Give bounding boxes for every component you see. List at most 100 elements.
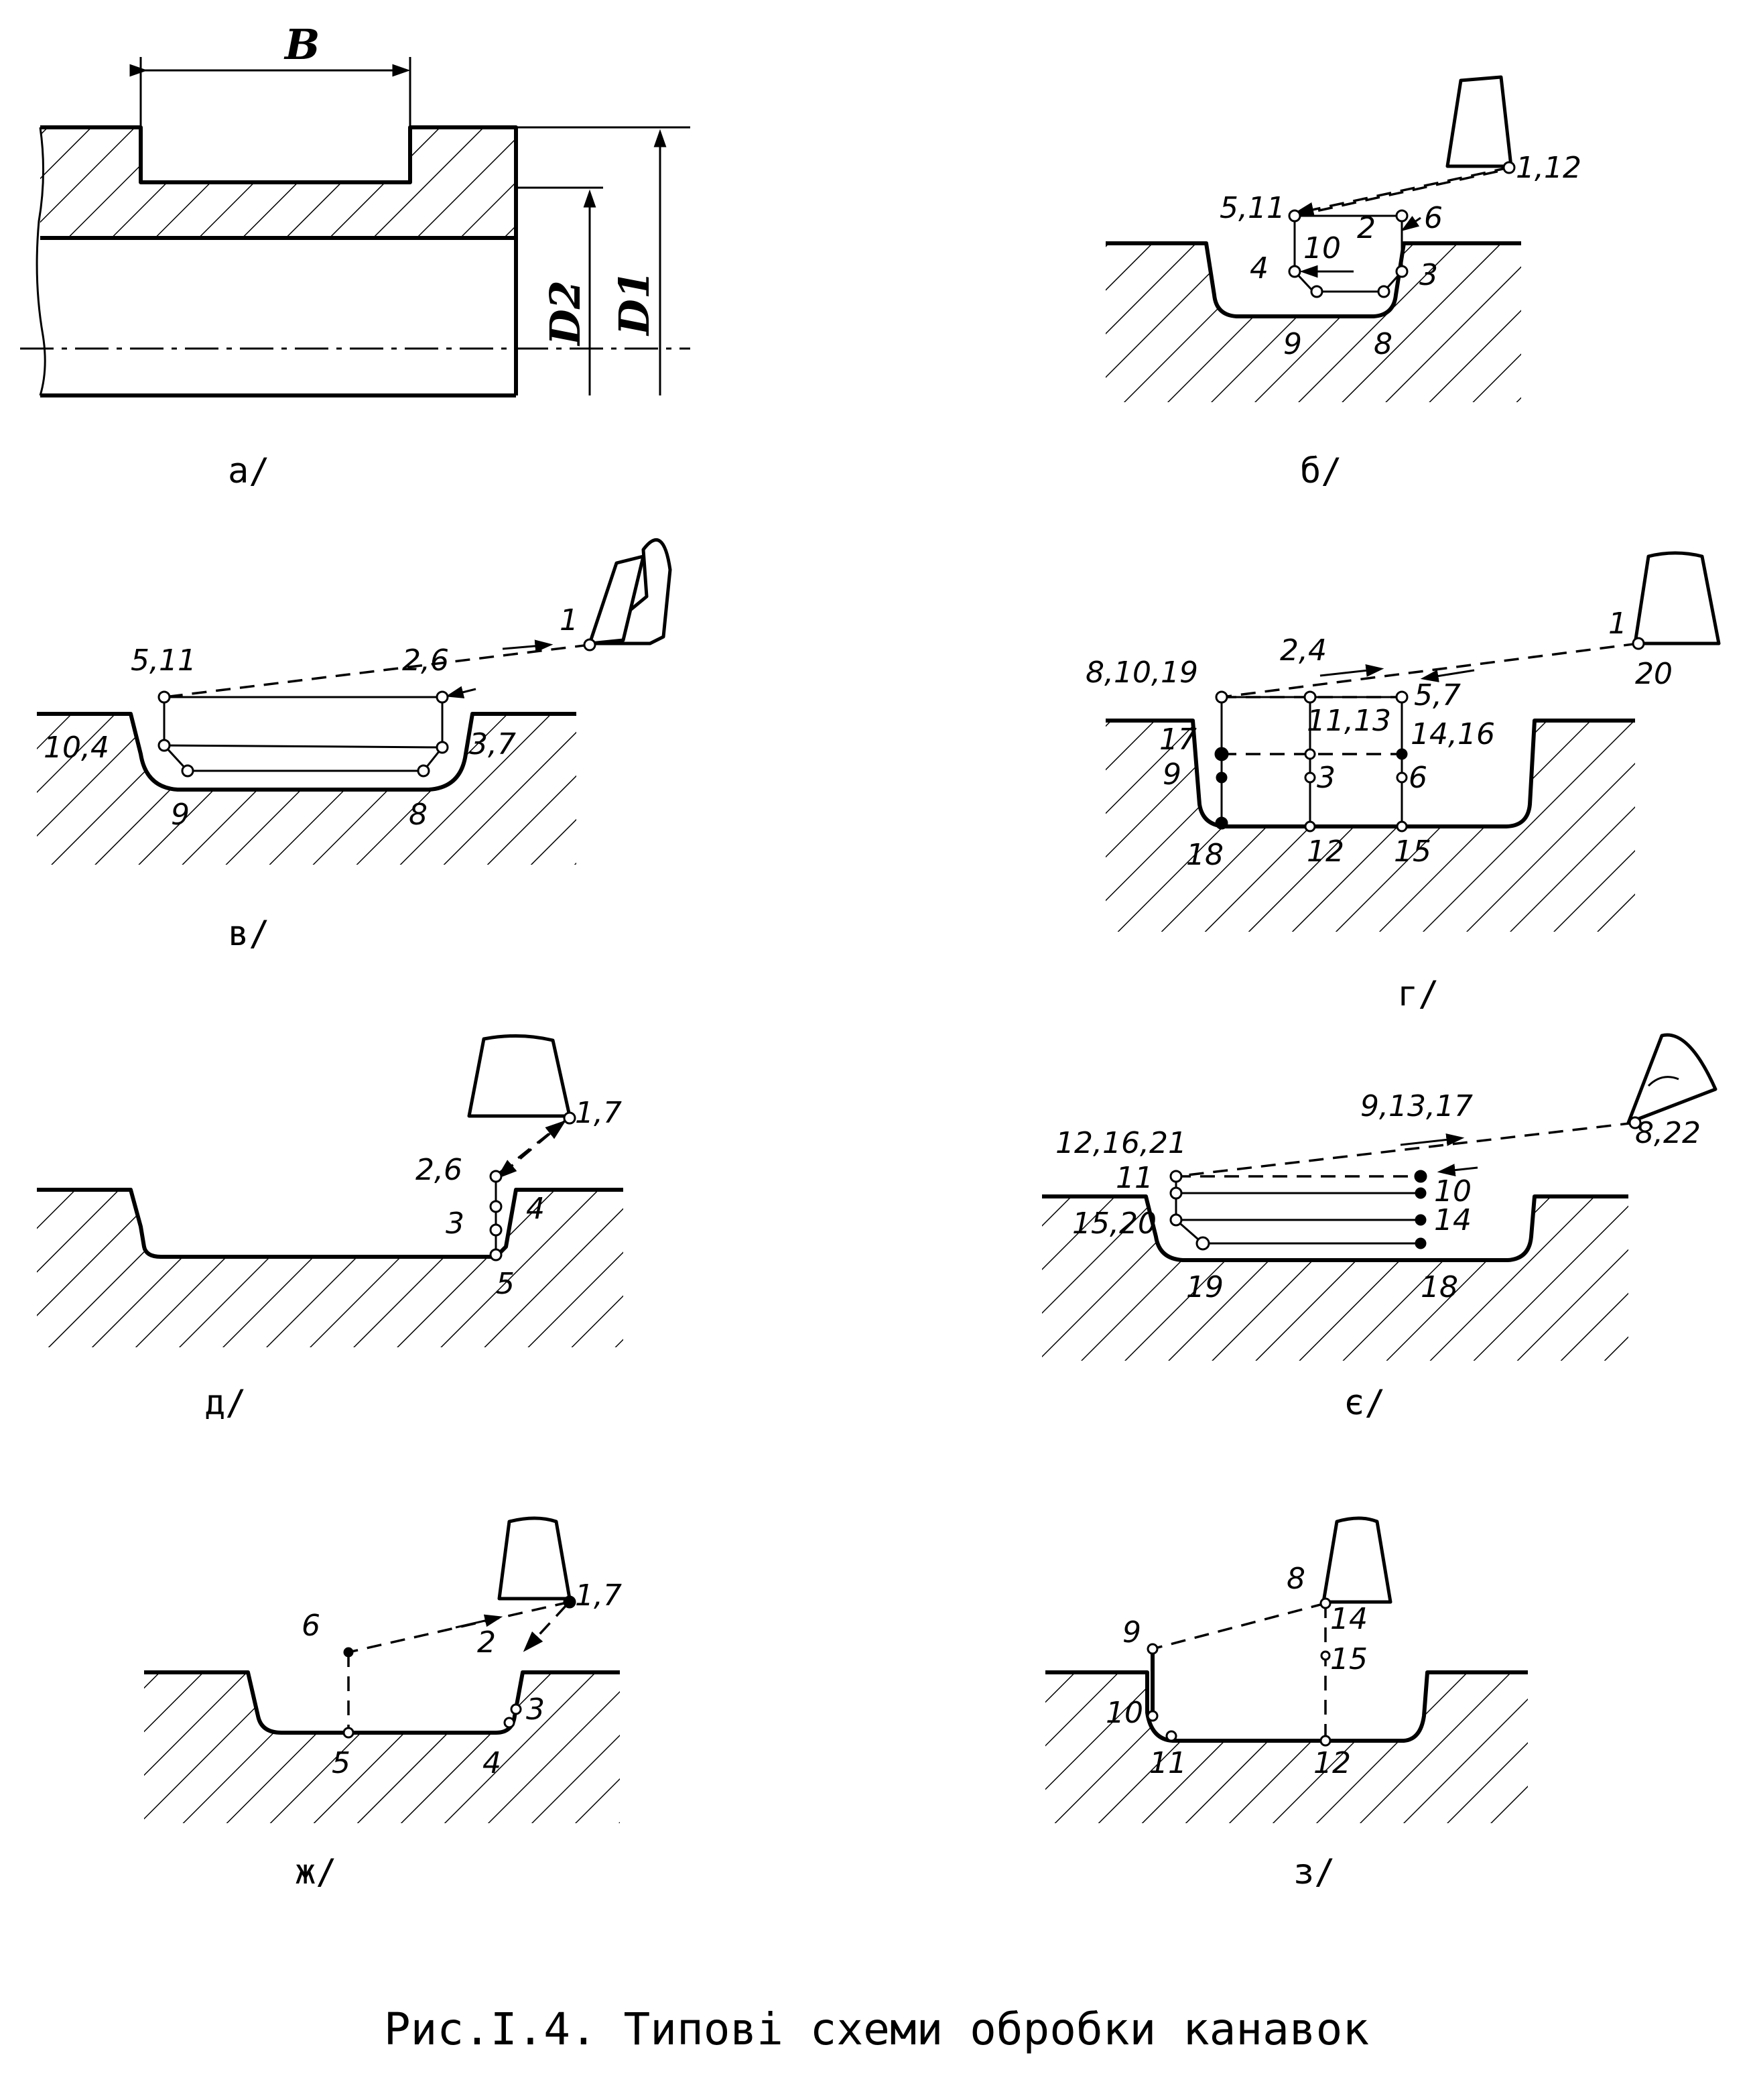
label-8-22: 8,22: [1635, 1116, 1701, 1150]
dim-b-label: B: [283, 20, 320, 69]
point-12-16-21: [1169, 1170, 1183, 1183]
path-dash-top: [1175, 1121, 1636, 1178]
groove-profile: [37, 712, 576, 792]
label-5: 5: [496, 1267, 515, 1301]
panel-b-label: б/: [1300, 451, 1342, 491]
point-10: [1147, 1710, 1159, 1722]
point-19: [1195, 1236, 1210, 1251]
label-1: 1: [560, 603, 578, 637]
path-dash-top: [1221, 642, 1639, 698]
label-14: 14: [1330, 1602, 1368, 1636]
label-10-4: 10,4: [44, 731, 109, 765]
point-9: [1216, 771, 1228, 784]
label-10: 10: [1303, 231, 1341, 265]
label-1: 1: [1608, 607, 1627, 641]
panel-v-label: в/: [228, 914, 270, 954]
path-return: [1294, 168, 1510, 217]
label-2: 2: [477, 1625, 496, 1660]
break-line: [36, 127, 46, 396]
point-11-13: [1304, 748, 1316, 760]
path-rect: [1293, 216, 1403, 293]
label-2-4: 2,4: [1280, 633, 1327, 668]
workpiece-hatched: [1042, 1196, 1628, 1361]
groove-profile: [1042, 1194, 1628, 1262]
label-15-20: 15,20: [1072, 1207, 1157, 1241]
path-arrow-out: [1319, 664, 1384, 677]
label-1-7: 1,7: [575, 1096, 622, 1130]
path-approach: [523, 1604, 568, 1652]
panel-d: 1,7 2,6 3 4 5 д/: [37, 1034, 623, 1423]
label-11-13: 11,13: [1307, 704, 1391, 738]
cutter-tool: [1321, 1516, 1392, 1604]
point-3: [489, 1200, 503, 1213]
label-20: 20: [1635, 657, 1673, 691]
label-10: 10: [1106, 1696, 1143, 1730]
path-approach: [1292, 166, 1510, 217]
workpiece-hatched: [37, 714, 576, 865]
label-4: 4: [482, 1746, 501, 1780]
point-4: [1288, 265, 1301, 278]
point-5: [342, 1727, 354, 1739]
point-3: [1395, 265, 1409, 278]
cutter-tool: [1626, 1033, 1717, 1125]
point-6: [343, 1647, 354, 1658]
cutter-tool: [1445, 75, 1513, 168]
cutter-tool: [497, 1516, 572, 1601]
point-18: [1215, 816, 1228, 830]
point-1-7: [563, 1111, 576, 1125]
groove-profile: [1106, 719, 1635, 828]
label-6: 6: [302, 1609, 320, 1643]
panel-g-label: г/: [1397, 974, 1439, 1014]
point-15: [1396, 820, 1408, 832]
cutter-tool: [467, 1034, 572, 1118]
label-1-12: 1,12: [1516, 151, 1581, 185]
point-8-22: [1628, 1116, 1642, 1129]
workpiece-hatched: [1106, 721, 1635, 932]
label-2-6: 2,6: [402, 643, 449, 678]
panel-a: B D2 D1 а/: [20, 20, 690, 491]
label-17: 17: [1159, 723, 1197, 757]
label-6: 6: [1409, 761, 1427, 795]
panel-d-label: д/: [204, 1383, 247, 1423]
path-approach: [496, 1117, 570, 1180]
cutter-tool: [1633, 551, 1721, 645]
point-5-7: [1395, 690, 1409, 704]
point-3: [510, 1703, 522, 1715]
workpiece-hatched: [37, 1190, 623, 1347]
point-10-4: [157, 739, 171, 752]
label-9: 9: [1122, 1615, 1141, 1650]
path-arrow-out: [1400, 1133, 1465, 1146]
path-arrow-out: [455, 1614, 503, 1629]
point-1-20: [1632, 637, 1645, 650]
label-15: 15: [1394, 835, 1431, 869]
label-9: 9: [1283, 327, 1302, 361]
label-5-11: 5,11: [1220, 191, 1285, 225]
label-3: 3: [446, 1207, 464, 1241]
workpiece-hatched: [144, 1672, 620, 1823]
label-3: 3: [1317, 761, 1336, 795]
point-18: [1415, 1237, 1427, 1249]
point-1-12: [1502, 161, 1516, 174]
panel-v: 1 2,6 3,7 5,11 8 9 10,4 в/: [37, 538, 672, 954]
path-dash-top: [164, 643, 590, 698]
label-2: 2: [1357, 211, 1376, 245]
panel-b: 1,12 2 3 4 5,11 6 8 9 10 б/: [1106, 75, 1581, 491]
panel-ye-label: є/: [1344, 1383, 1386, 1423]
point-12: [1319, 1735, 1332, 1747]
label-4: 4: [1250, 251, 1269, 286]
path-return: [498, 1120, 566, 1174]
dim-d1-label: D1: [610, 270, 659, 336]
point-8-14: [1319, 1597, 1332, 1609]
point-1-7: [563, 1595, 576, 1609]
panel-g: 1 2,4 3 5,7 6 8,10,19 9 11,13 12 14,16 1…: [1086, 551, 1721, 1014]
workpiece-hatched: [1106, 243, 1521, 402]
point-9: [1147, 1643, 1159, 1655]
point-15: [1320, 1650, 1331, 1661]
point-6: [1396, 771, 1408, 784]
point-8-10-19: [1215, 690, 1228, 704]
figure-caption: Рис.I.4. Типові схеми обробки канавок: [384, 2003, 1369, 2055]
label-15: 15: [1330, 1642, 1368, 1676]
point-2-4: [1303, 690, 1317, 704]
label-10: 10: [1434, 1174, 1472, 1209]
label-11: 11: [1149, 1746, 1187, 1780]
